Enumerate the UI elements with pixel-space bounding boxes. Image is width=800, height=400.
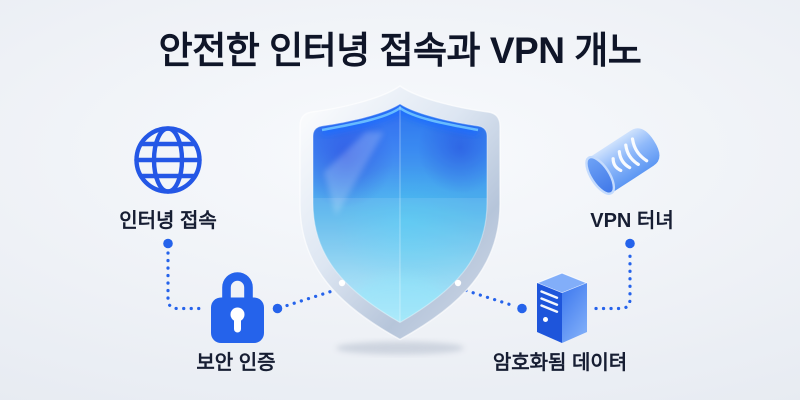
glass-shield-icon <box>299 85 501 355</box>
node-encrypted-data-label: 암호화됨 데이텨 <box>492 352 628 374</box>
page-title: 안전한 인터녕 접속과 VPN 개노 <box>158 30 642 71</box>
rim-white-dot-left <box>338 279 346 287</box>
connector-left-elbow <box>166 251 206 311</box>
node-vpn-tunnel-label: VPN 터녀 <box>590 210 674 232</box>
connector-right-elbow <box>594 251 632 311</box>
connector-lock-to-shield <box>285 288 336 308</box>
node-internet-label: 인터녕 접속 <box>119 210 217 232</box>
node-security-auth-label: 보안 인증 <box>196 352 276 374</box>
tunnel-icon <box>585 128 660 195</box>
lock-icon <box>211 272 264 343</box>
endpoint-dot-internet <box>163 238 173 249</box>
endpoint-dot-vpn <box>625 238 635 249</box>
connector-shield-to-server <box>464 288 515 308</box>
server-icon <box>536 272 588 343</box>
shield-shadow <box>336 341 464 355</box>
endpoint-dot-server <box>517 303 527 314</box>
globe-icon <box>134 126 202 194</box>
rim-white-dot-right <box>454 279 462 287</box>
endpoint-dot-lock <box>272 303 283 314</box>
